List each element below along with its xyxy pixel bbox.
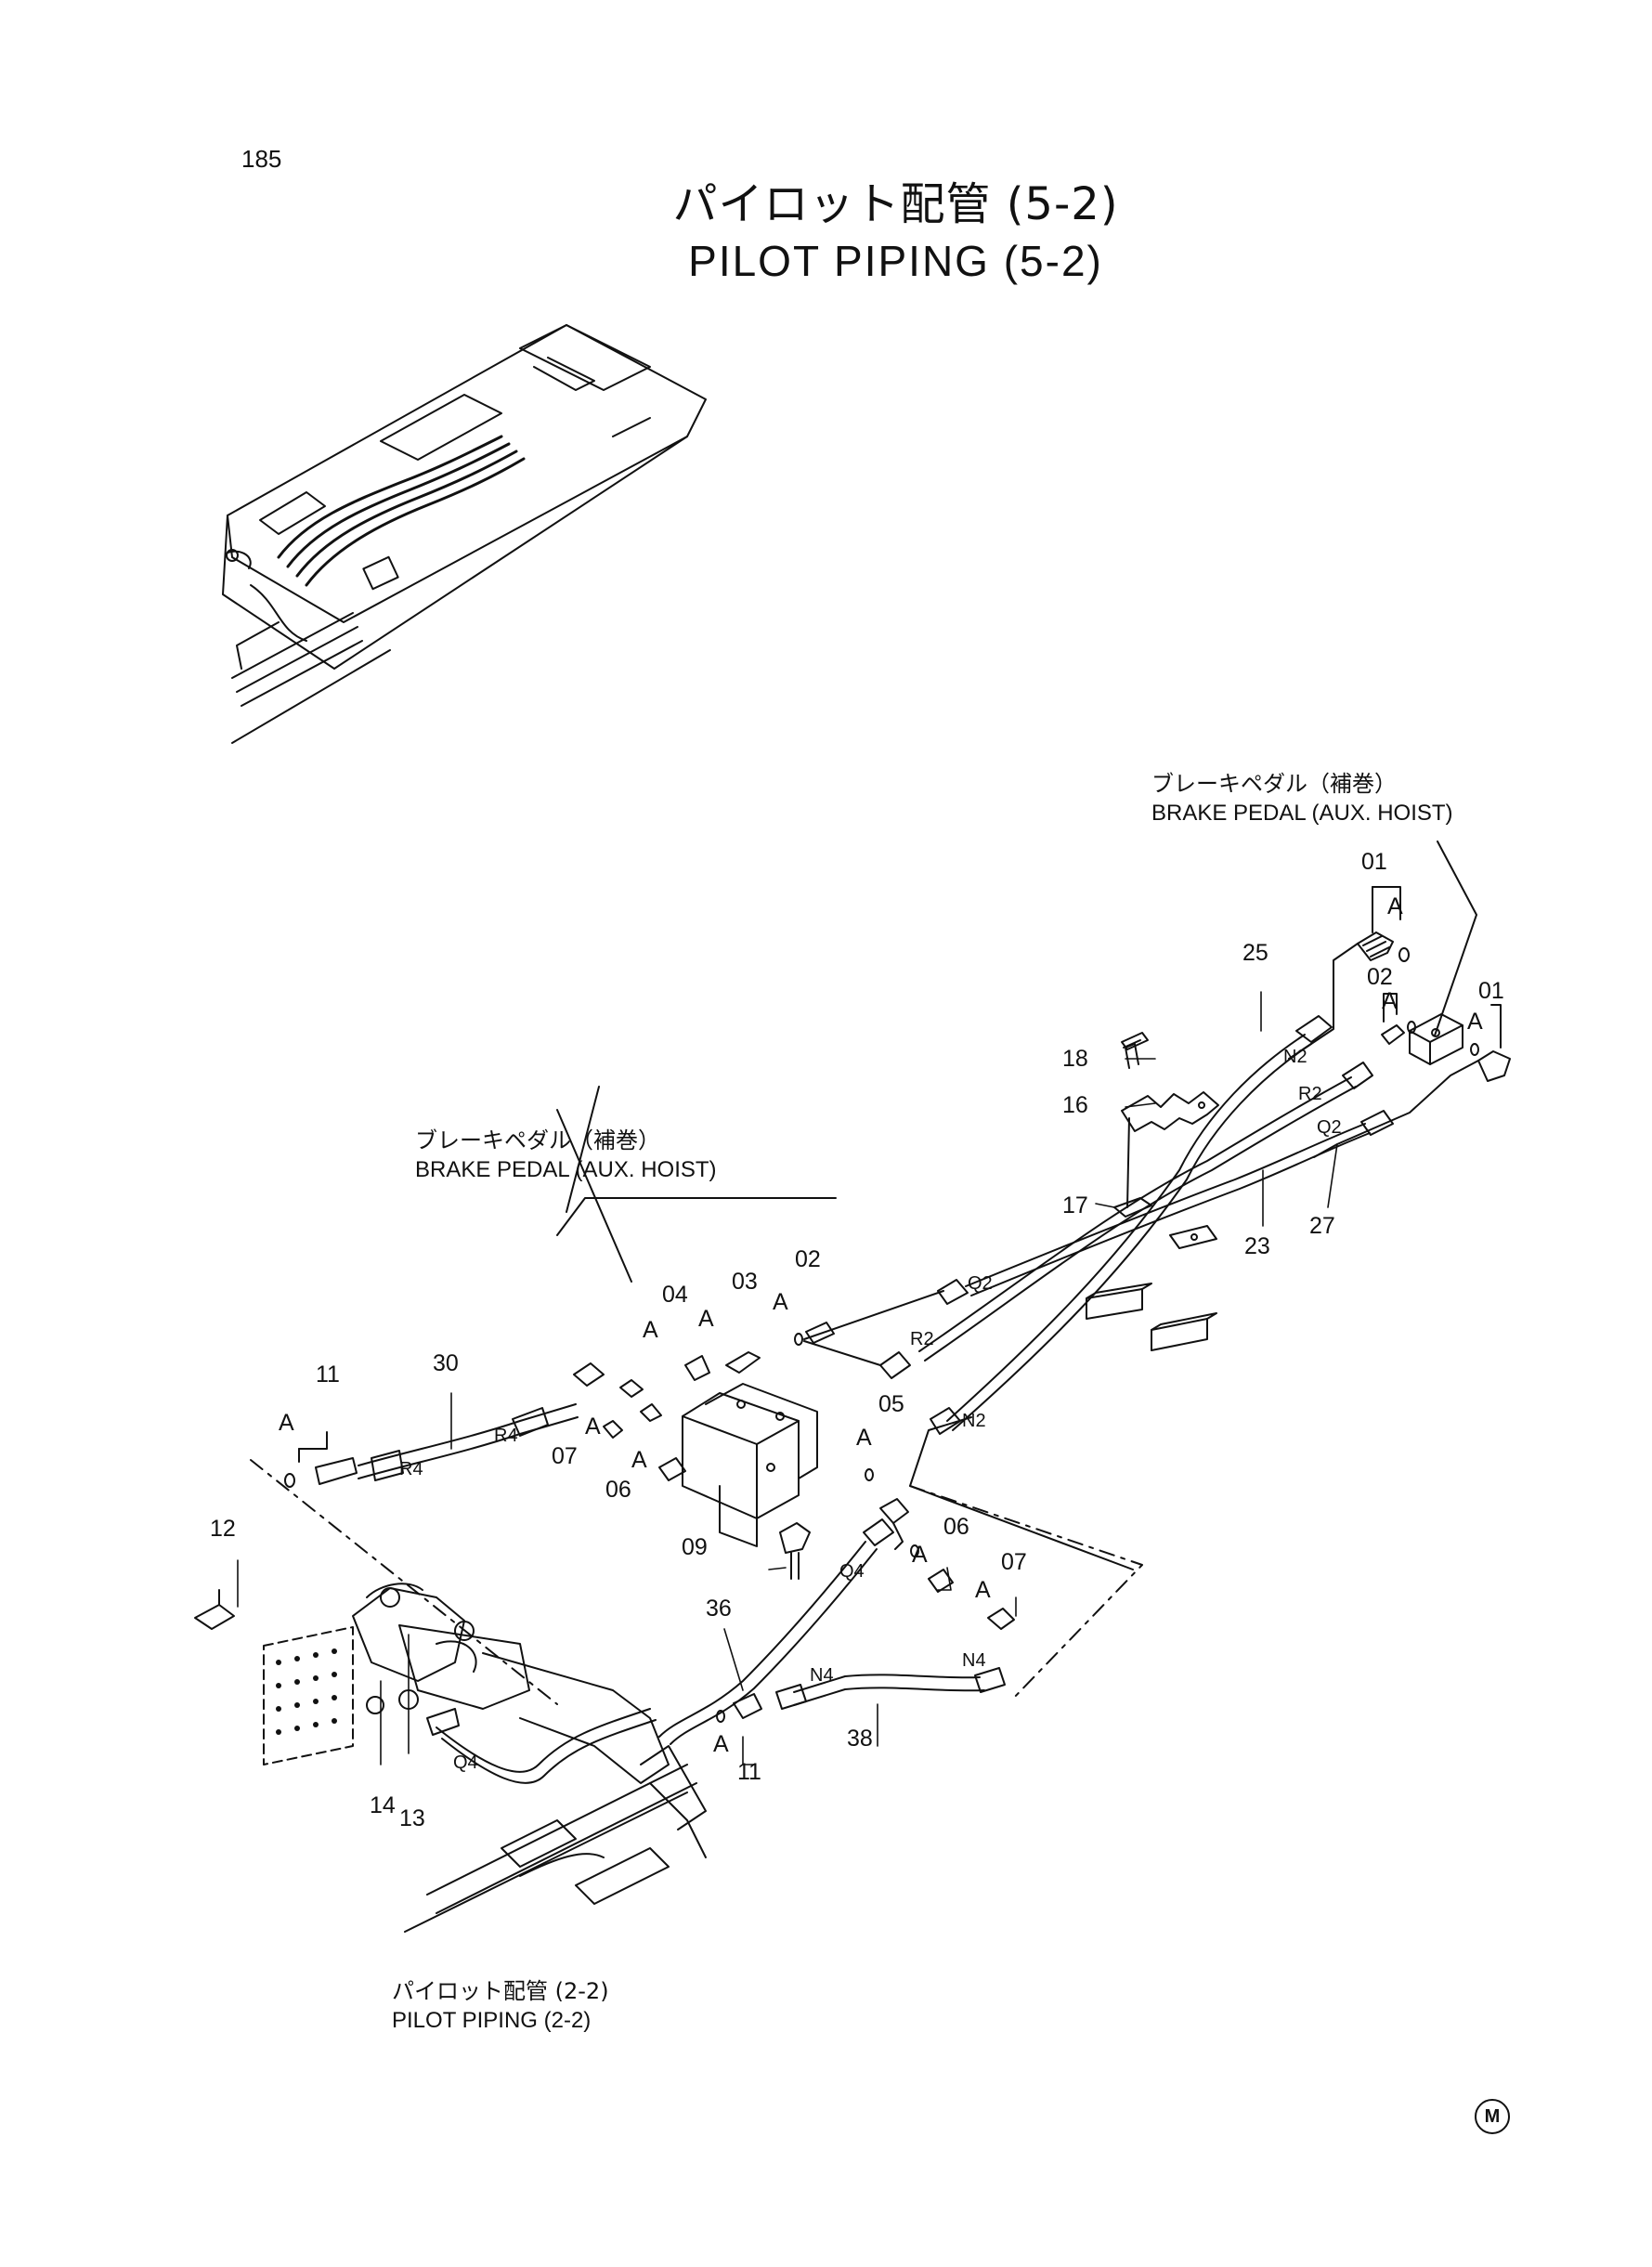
callout-36: 36	[706, 1596, 732, 1622]
seal-mark-a: A	[1382, 988, 1398, 1014]
callout-14: 14	[370, 1792, 396, 1818]
seal-mark-a: A	[975, 1577, 991, 1603]
callout-30: 30	[433, 1350, 459, 1376]
callout-06-center: 06	[605, 1477, 631, 1503]
callout-11-lower: 11	[737, 1759, 761, 1785]
clamp-assembly	[1086, 1032, 1219, 1351]
callout-23: 23	[1244, 1233, 1270, 1259]
callout-01-top: 01	[1361, 849, 1387, 875]
center-valve-block	[556, 1086, 1134, 1580]
callout-13: 13	[399, 1805, 425, 1831]
seal-mark-a: A	[698, 1306, 714, 1332]
hose-tag-q4-upper: Q4	[839, 1561, 865, 1582]
caption-pilot-piping-2-2: パイロット配管 (2-2) PILOT PIPING (2-2)	[392, 1976, 609, 2037]
callout-05: 05	[878, 1391, 904, 1417]
seal-mark-a: A	[713, 1731, 729, 1757]
seal-mark-a: A	[1467, 1009, 1483, 1035]
callout-11-left: 11	[316, 1362, 340, 1388]
page-number: 185	[241, 145, 282, 173]
caption-brake-pedal-right: ブレーキペダル（補巻） BRAKE PEDAL (AUX. HOIST)	[1151, 769, 1453, 829]
callout-09: 09	[682, 1534, 708, 1560]
seal-mark-a: A	[643, 1317, 658, 1343]
hose-tag-r4-right: R4	[494, 1426, 518, 1446]
lower-hoses	[658, 1518, 1015, 1745]
callout-01-right: 01	[1478, 978, 1504, 1004]
frame-overview-inset	[222, 324, 707, 744]
caption-brake-pedal-right-jp: ブレーキペダル（補巻）	[1151, 771, 1397, 797]
seal-mark-a: A	[1387, 893, 1403, 919]
callout-02-center: 02	[795, 1246, 821, 1272]
seal-mark-a: A	[773, 1289, 788, 1315]
hose-tag-r4-left: R4	[399, 1459, 423, 1479]
callout-12: 12	[210, 1516, 236, 1542]
seal-mark-a: A	[631, 1447, 647, 1473]
title-japanese: パイロット配管 (5-2)	[672, 178, 1119, 230]
callout-06-lower: 06	[943, 1514, 969, 1540]
hose-bundle	[879, 1015, 1394, 1435]
callout-leaders	[237, 991, 1338, 1765]
caption-pilot-piping-2-2-en: PILOT PIPING (2-2)	[392, 2008, 592, 2034]
hose-tag-q4-lower: Q4	[453, 1752, 478, 1773]
hose-tag-n4-right: N4	[962, 1650, 986, 1671]
callout-03: 03	[732, 1269, 758, 1295]
page-title: パイロット配管 (5-2) PILOT PIPING (5-2)	[0, 167, 1652, 286]
hose-tag-q2-right: Q2	[1317, 1117, 1342, 1138]
callout-17: 17	[1062, 1192, 1088, 1218]
manifold-and-piping	[194, 1583, 707, 1933]
callout-07-center: 07	[552, 1443, 578, 1469]
callout-04: 04	[662, 1282, 688, 1308]
hose-tag-q2-left: Q2	[968, 1273, 993, 1294]
title-english: PILOT PIPING (5-2)	[688, 237, 1103, 285]
corner-circle-mark: M	[1475, 2099, 1510, 2134]
caption-brake-pedal-center-en: BRAKE PEDAL (AUX. HOIST)	[415, 1157, 717, 1183]
hose-tag-n4-left: N4	[810, 1665, 834, 1686]
callout-38: 38	[847, 1726, 873, 1752]
callout-27: 27	[1309, 1213, 1335, 1239]
callout-18: 18	[1062, 1046, 1088, 1072]
callout-25: 25	[1242, 940, 1268, 966]
reference-lines	[250, 1459, 1143, 1705]
hose-tag-n2-left: N2	[962, 1411, 986, 1431]
left-hose-30	[284, 1403, 579, 1488]
caption-brake-pedal-right-en: BRAKE PEDAL (AUX. HOIST)	[1151, 801, 1453, 827]
right-brake-pedal-assembly	[1288, 840, 1511, 1158]
hose-tag-r2-right: R2	[1298, 1084, 1322, 1104]
callout-02-right: 02	[1367, 964, 1393, 990]
callout-07-lower: 07	[1001, 1549, 1027, 1575]
hose-tag-r2-left: R2	[910, 1329, 934, 1349]
seal-mark-a: A	[585, 1414, 601, 1440]
caption-brake-pedal-center: ブレーキペダル（補巻） BRAKE PEDAL (AUX. HOIST)	[415, 1126, 717, 1186]
seal-mark-a: A	[856, 1425, 872, 1451]
caption-brake-pedal-center-jp: ブレーキペダル（補巻）	[415, 1127, 660, 1153]
seal-mark-a: A	[912, 1542, 928, 1568]
callout-16: 16	[1062, 1092, 1088, 1118]
seal-mark-a: A	[279, 1410, 294, 1436]
hose-tag-n2-right: N2	[1283, 1047, 1307, 1067]
caption-pilot-piping-2-2-jp: パイロット配管 (2-2)	[392, 1978, 609, 2004]
